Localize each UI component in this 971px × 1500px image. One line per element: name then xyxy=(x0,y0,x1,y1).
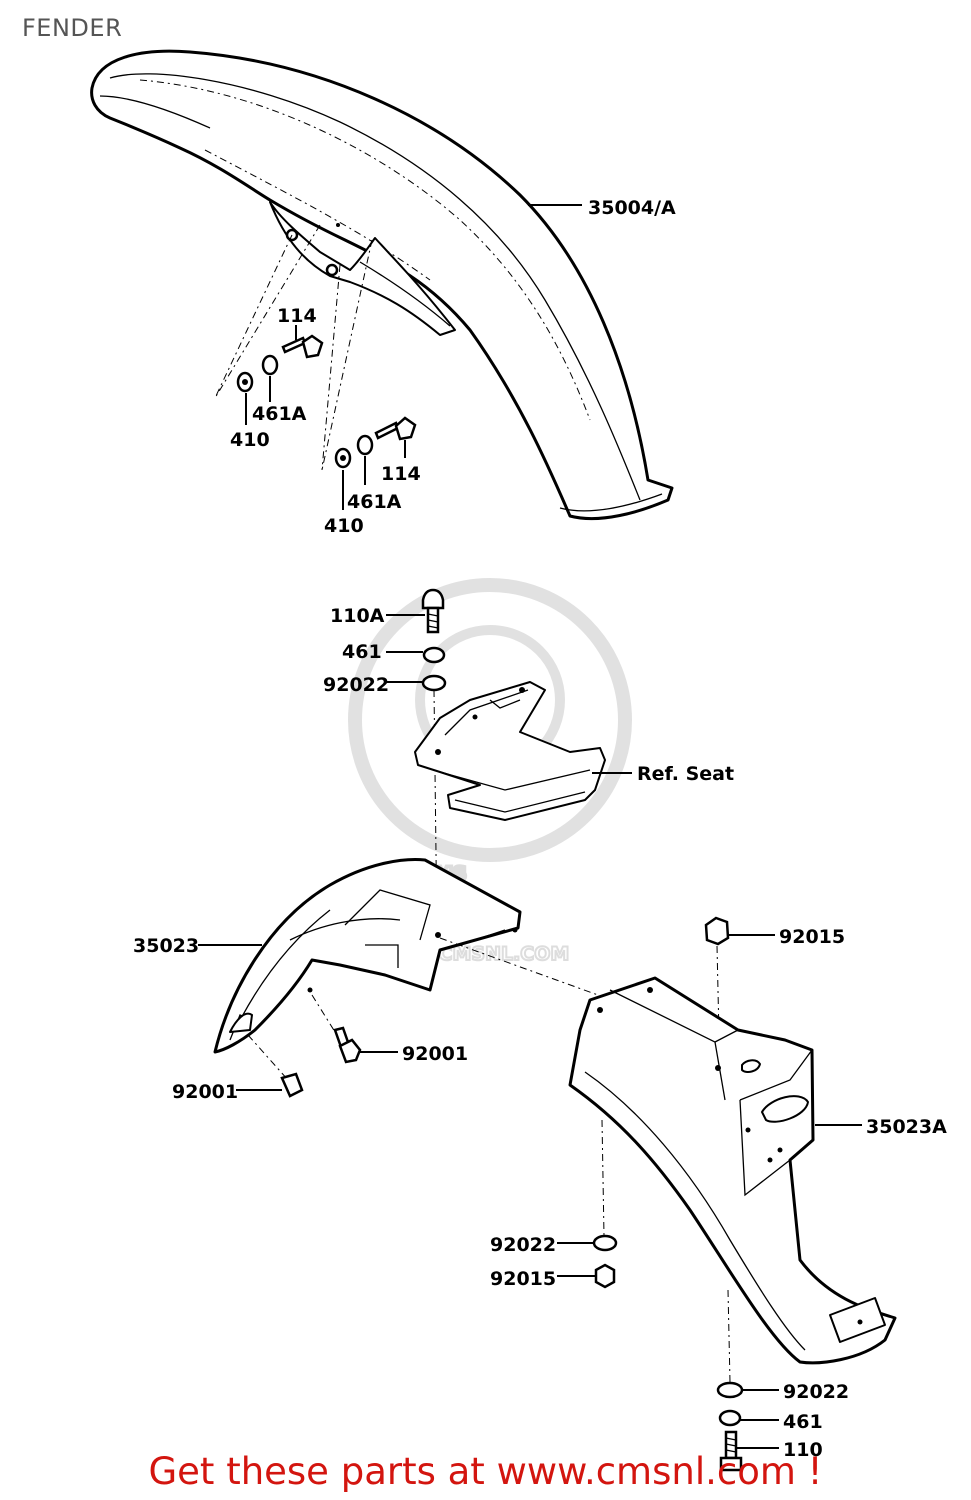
label-clip-side: 92001 xyxy=(172,1081,238,1103)
label-washer-left: 461A xyxy=(252,403,307,425)
front-right-fasteners xyxy=(321,239,417,471)
label-collar-mid: 92022 xyxy=(490,1234,556,1256)
label-bolt-side: 92001 xyxy=(402,1043,468,1065)
rear-bottom-fasteners xyxy=(716,1289,744,1472)
side-fasteners xyxy=(247,994,362,1098)
label-plate-right: 410 xyxy=(324,515,364,537)
label-bolt-top: 110A xyxy=(330,605,385,627)
label-nut-mid: 92015 xyxy=(490,1268,556,1290)
rear-fender-rear-section xyxy=(568,976,897,1365)
label-bolt-left: 114 xyxy=(277,305,317,327)
seat-bracket xyxy=(414,681,606,821)
label-front-fender: 35004/A xyxy=(588,197,676,219)
label-plate-left: 410 xyxy=(230,429,270,451)
front-fender xyxy=(90,49,674,521)
label-bolt-right: 114 xyxy=(381,463,421,485)
rear-nut-right xyxy=(704,916,730,1081)
label-washer-bottom: 461 xyxy=(783,1411,823,1433)
label-collar-bottom: 92022 xyxy=(783,1381,849,1403)
label-rear-fender-rear: 35023A xyxy=(866,1116,947,1138)
rear-fender-front-section xyxy=(213,858,599,1054)
label-ref-seat: Ref. Seat xyxy=(637,763,734,785)
label-washer-top: 461 xyxy=(342,641,382,663)
front-left-fasteners xyxy=(214,224,324,399)
label-washer-right: 461A xyxy=(347,491,402,513)
label-collar-top: 92022 xyxy=(323,674,389,696)
rear-middle-fasteners xyxy=(592,1119,618,1289)
label-rear-fender-front: 35023 xyxy=(133,935,199,957)
label-bolt-bottom: 110 xyxy=(783,1439,823,1461)
label-nut-right: 92015 xyxy=(779,926,845,948)
footer-promo-link[interactable]: Get these parts at www.cmsnl.com ! xyxy=(148,1450,823,1493)
page-title: FENDER xyxy=(22,14,123,42)
